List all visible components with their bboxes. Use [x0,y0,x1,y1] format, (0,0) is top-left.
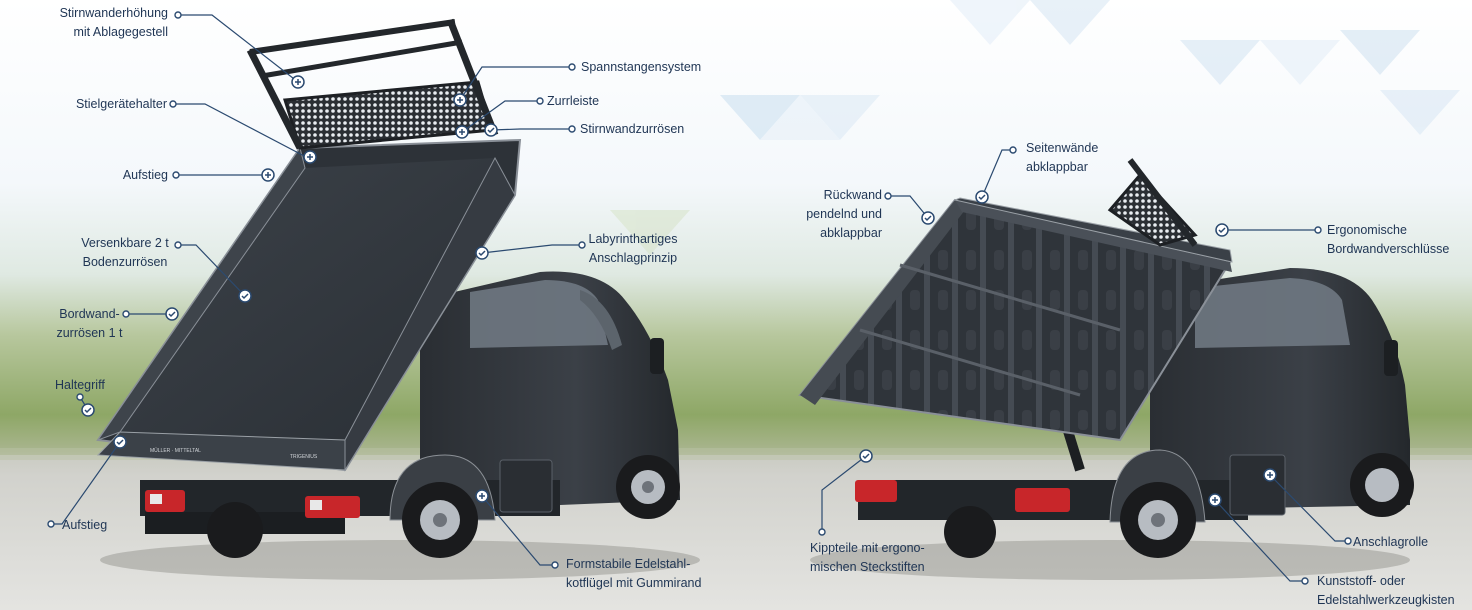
circled-check-icon [81,123,1229,463]
label-stirnwandzurroesen: Stirnwandzurrösen [580,122,685,136]
label-werkzeugkisten: Kunststoff- oder Edelstahlwerkzeugkisten [1317,574,1455,607]
label-stielgeraetehalter: Stielgerätehalter [75,97,167,111]
label-versenkbare-bodenzurroesen: Versenkbare 2 t Bodenzurrösen [81,236,169,269]
label-zurrleiste: Zurrleiste [547,94,600,108]
label-rueckwand: Rückwand pendelnd und abklappbar [806,188,882,240]
label-anschlagrolle: Anschlagrolle [1353,535,1429,549]
label-spannstangensystem: Spannstangensystem [581,60,702,74]
label-labyrinth-anschlagprinzip: Labyrinthartiges Anschlagprinzip [588,232,678,265]
circled-plus-icon [261,75,1277,507]
background-triangles [610,0,1460,255]
label-kippteile: Kippteile mit ergono- mischen Steckstift… [810,541,925,574]
label-stirnwanderhoehung: Stirnwanderhöhung mit Ablagegestell [59,6,168,39]
label-ergonomische-verschluesse: Ergonomische Bordwandverschlüsse [1327,223,1450,256]
label-haltegriff: Haltegriff [55,378,105,392]
label-formstabile-kotfluegel: Formstabile Edelstahl- kotflügel mit Gum… [566,557,702,590]
callout-dots [47,11,1352,585]
left-plate-text: MÜLLER · MITTELTAL [150,447,201,454]
label-bordwandzurroesen: Bordwand- zurrösen 1 t [56,307,123,340]
label-aufstieg-bottom: Aufstieg [62,518,108,532]
label-seitenwaende: Seitenwände abklappbar [1026,141,1099,174]
left-brand-text: TRIGENIUS [290,454,318,460]
right-tipper-truck [798,158,1414,580]
left-tipper-truck: MÜLLER · MITTELTAL TRIGENIUS [96,18,700,580]
label-aufstieg-top: Aufstieg [122,168,168,182]
